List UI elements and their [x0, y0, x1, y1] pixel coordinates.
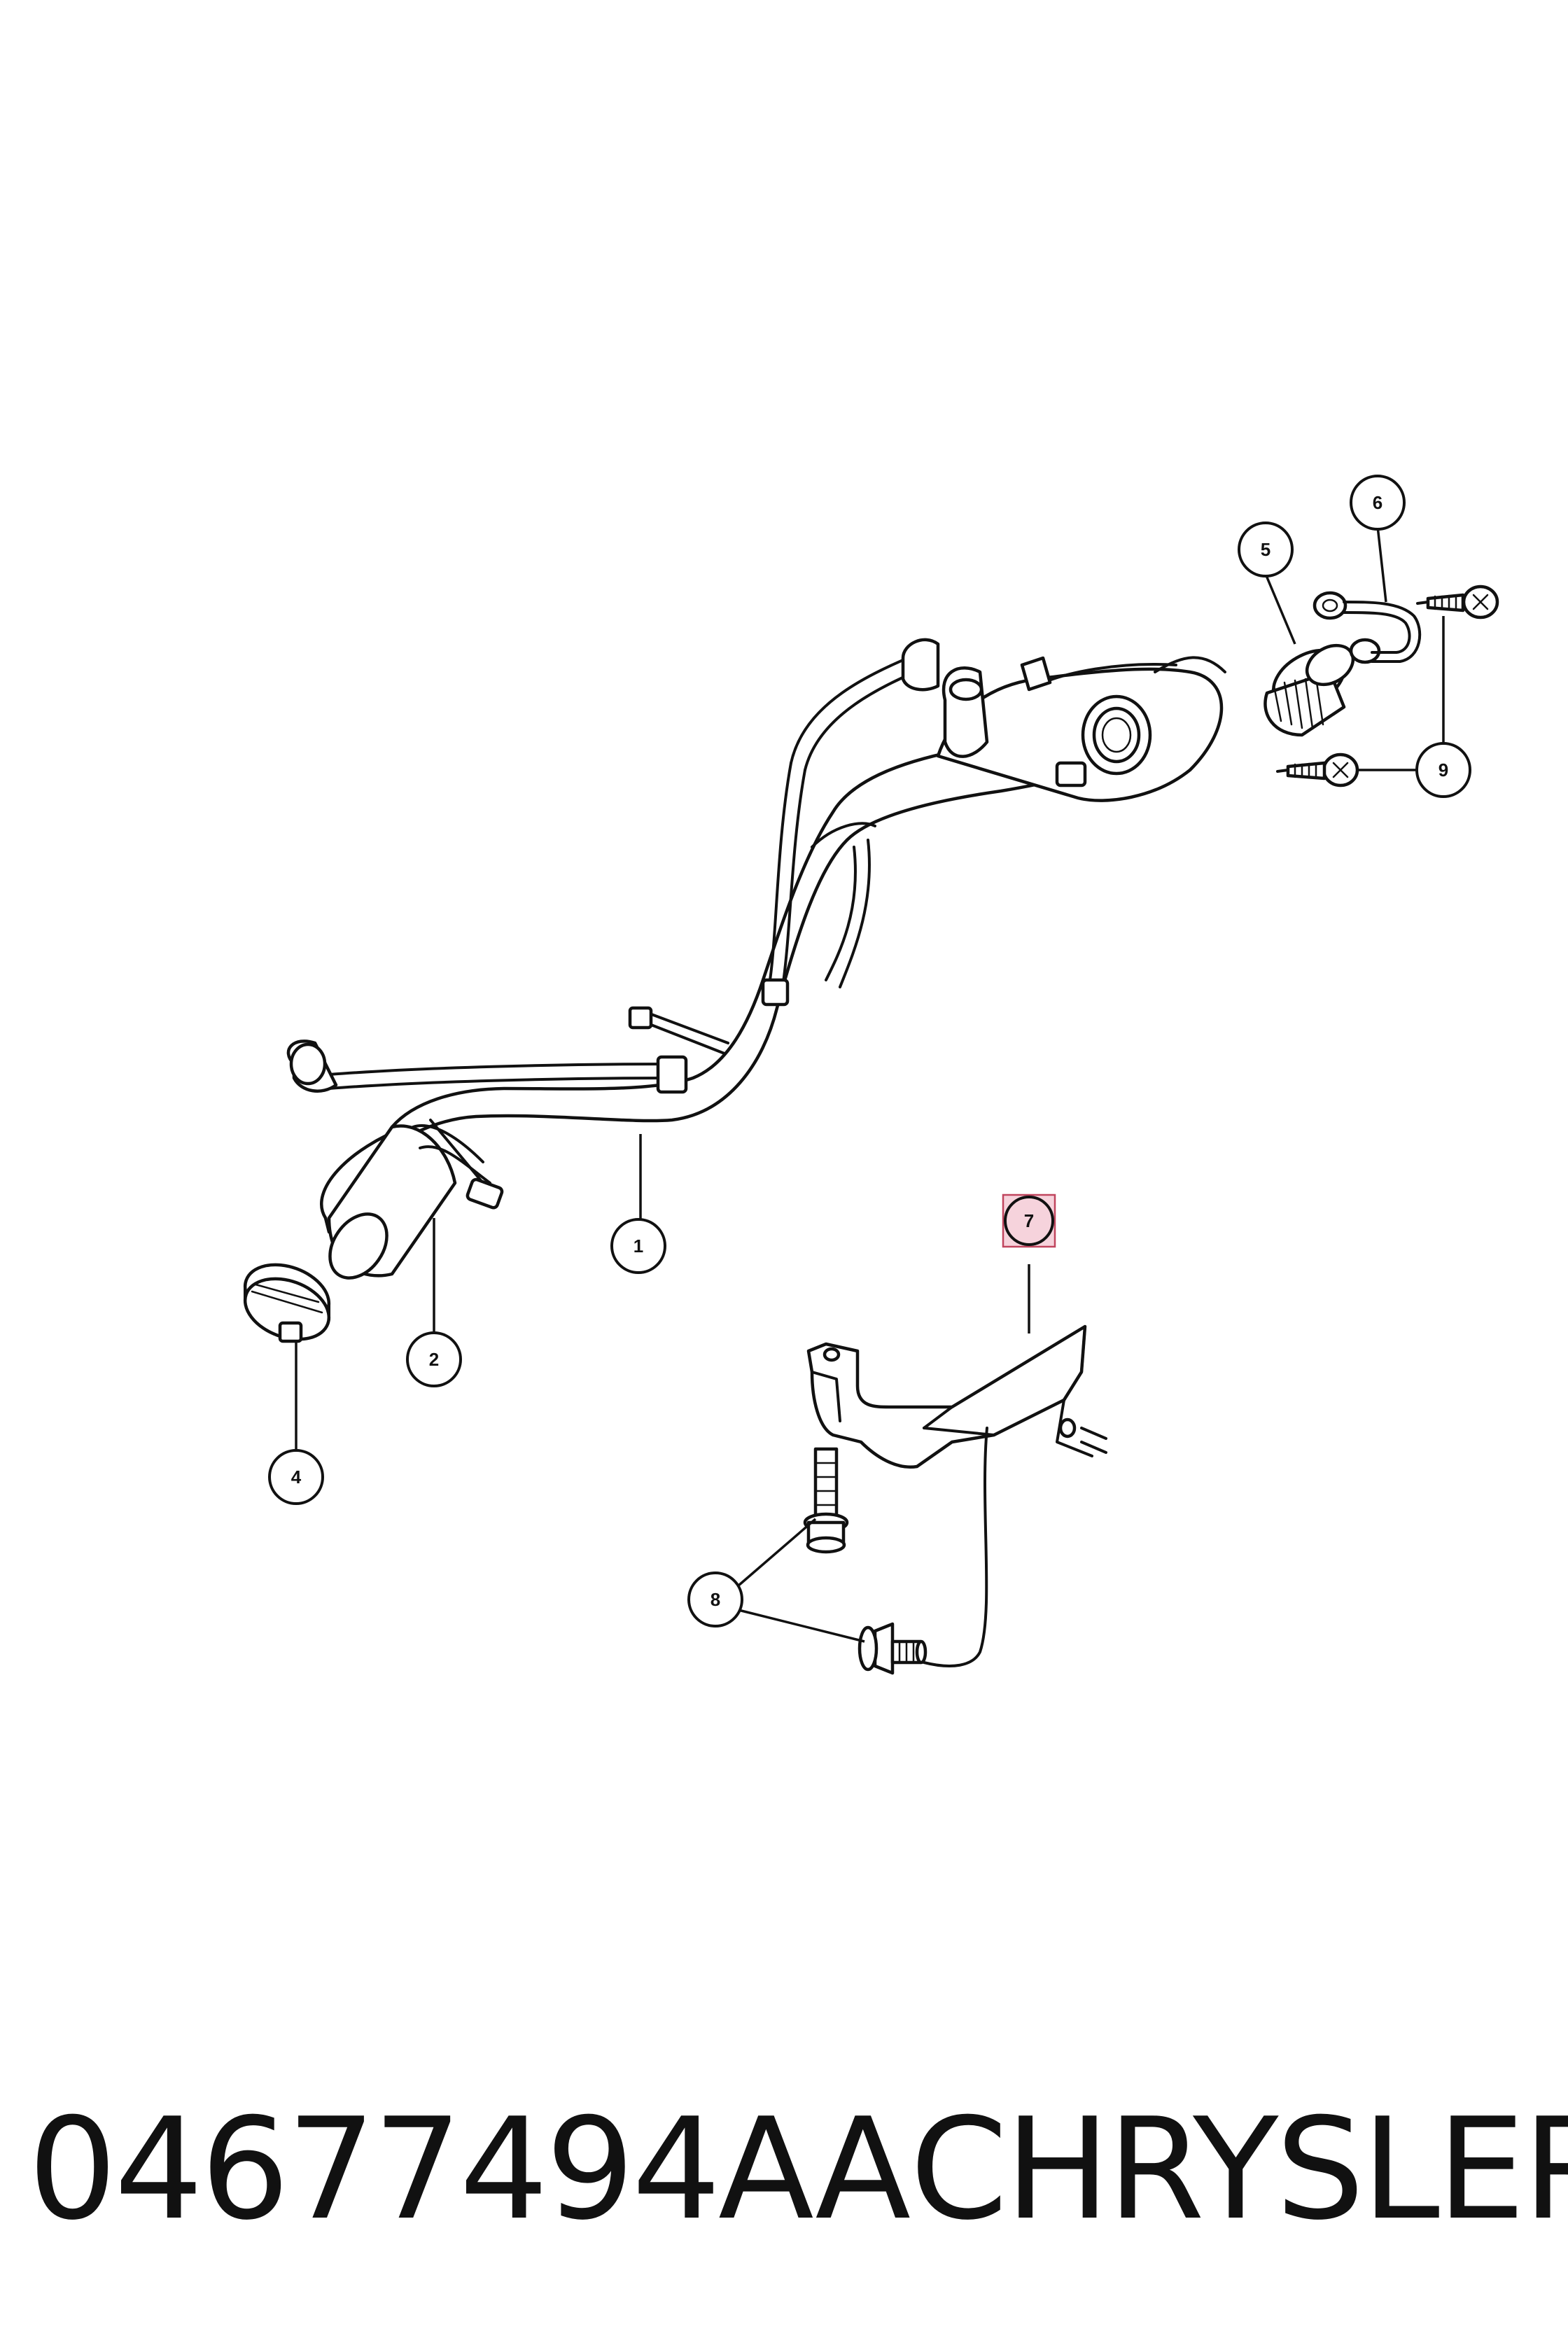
screw-upper[interactable] [1416, 584, 1499, 620]
leader-5 [1264, 573, 1296, 645]
fuel-filler-tube[interactable] [286, 638, 1226, 1289]
callout-8: 8 [687, 1572, 743, 1628]
callout-5-label: 5 [1261, 539, 1270, 560]
leader-lines [295, 526, 1445, 1643]
callout-2: 2 [406, 1331, 462, 1387]
callout-4-label: 4 [291, 1466, 302, 1488]
callout-1: 1 [610, 1218, 666, 1274]
callout-7[interactable]: 7 [1002, 1194, 1056, 1248]
caption: 04677494AA CHRYSLER [0, 2079, 1568, 2261]
fuel-cap[interactable] [1264, 638, 1381, 737]
callout-2-label: 2 [429, 1349, 439, 1370]
callout-8-label: 8 [710, 1589, 720, 1610]
leader-8a [737, 1518, 817, 1587]
hose-clamp[interactable] [237, 1254, 337, 1350]
callout-1-label: 1 [634, 1236, 643, 1256]
leader-8b [738, 1609, 865, 1643]
screw-lower[interactable] [1276, 752, 1359, 788]
cap-tether[interactable] [1312, 591, 1422, 663]
part-number: 04677494AA [28, 2088, 911, 2251]
bolt-lower[interactable] [858, 1622, 927, 1675]
callout-6: 6 [1350, 475, 1406, 531]
fuel-filler-bracket[interactable] [806, 1324, 1107, 1667]
callout-5: 5 [1238, 522, 1294, 578]
brand-name: CHRYSLER [910, 2088, 1568, 2251]
callout-9: 9 [1415, 742, 1471, 798]
leader-6 [1376, 526, 1387, 603]
callout-9-label: 9 [1438, 760, 1448, 780]
callout-7-label: 7 [1024, 1210, 1034, 1231]
bolt-upper[interactable] [803, 1447, 849, 1554]
callout-4: 4 [268, 1449, 324, 1505]
callout-6-label: 6 [1373, 492, 1382, 513]
